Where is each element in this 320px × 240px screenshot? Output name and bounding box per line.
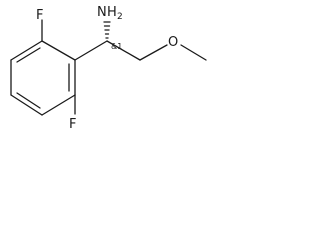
ring-double-bond-lower-left <box>16 92 41 109</box>
ring-bond-upper-left <box>10 40 43 61</box>
amine-h-subscript: 2 <box>117 12 123 22</box>
bond-o-ch3 <box>180 44 207 61</box>
amine-label: N H 2 <box>97 5 123 22</box>
fluorine-top-label: F <box>36 8 43 23</box>
ring-double-bond-upper-left <box>16 47 41 63</box>
ring-bond-lower-right <box>41 94 76 116</box>
fluorine-bottom-label: F <box>69 117 76 132</box>
ring-bond-bottom <box>10 94 43 116</box>
amine-n: N <box>97 5 107 20</box>
benzene-ring <box>10 40 76 116</box>
bond-chiral-ch2 <box>106 40 141 61</box>
stereo-hashed-wedge <box>103 21 111 39</box>
oxygen-label: O <box>168 35 178 50</box>
bond-ring-chiral <box>74 40 108 61</box>
ring-bond-top <box>41 40 76 61</box>
chemical-structure: F F N H 2 &1 O <box>10 5 207 132</box>
bond-ch2-o <box>139 44 168 61</box>
amine-h: H <box>107 5 117 20</box>
